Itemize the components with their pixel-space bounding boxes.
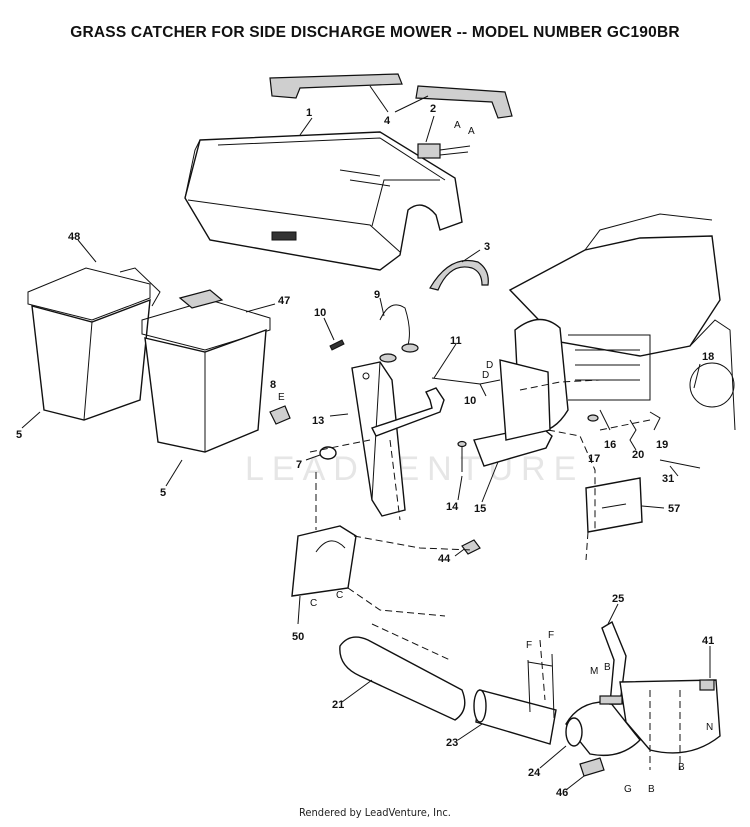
letter-b-1: B	[604, 662, 611, 673]
leader-lines	[21, 85, 711, 791]
letter-c-2: C	[336, 590, 343, 601]
letter-m-1: M	[590, 666, 598, 677]
letter-c-1: C	[310, 598, 317, 609]
letter-f-2: F	[548, 630, 554, 641]
part-17-washer[interactable]	[587, 414, 599, 422]
callout-14: 14	[446, 501, 459, 513]
callout-13: 13	[312, 415, 324, 427]
mower-deck-context	[479, 213, 736, 441]
part-16-pin[interactable]	[599, 409, 611, 431]
callout-31: 31	[662, 473, 674, 485]
letter-a-2: A	[468, 126, 475, 137]
part-21-discharge-chute[interactable]	[339, 636, 466, 721]
letter-f-1: F	[526, 640, 532, 651]
part-2-latch[interactable]	[417, 143, 471, 159]
rod-assembly-f[interactable]	[527, 653, 555, 719]
callout-1: 1	[306, 107, 312, 119]
letter-b-2: B	[678, 762, 685, 773]
letter-d-1: D	[486, 360, 493, 371]
callout-24: 24	[528, 767, 541, 779]
callout-5-left: 5	[16, 429, 22, 441]
letter-e-1: E	[278, 392, 285, 403]
callout-15: 15	[474, 503, 486, 515]
callout-50: 50	[292, 631, 304, 643]
part-44-knob[interactable]	[461, 539, 481, 555]
callout-44: 44	[438, 553, 451, 565]
part-4-seal-strips[interactable]	[269, 73, 513, 119]
part-47-bag-frame-right[interactable]	[141, 289, 271, 351]
letter-d-2: D	[482, 370, 489, 381]
callout-11: 11	[450, 335, 462, 347]
part-5-bag-right[interactable]	[144, 328, 267, 453]
callout-10-upper: 10	[314, 307, 326, 319]
callout-16: 16	[604, 439, 616, 451]
callout-3: 3	[484, 241, 490, 253]
callout-41: 41	[702, 635, 714, 647]
part-41-rear-housing[interactable]	[599, 679, 721, 754]
part-31-rod[interactable]	[659, 459, 701, 469]
part-8-clip[interactable]	[269, 405, 291, 425]
callout-19: 19	[656, 439, 668, 451]
letter-n-1: N	[706, 722, 713, 733]
callout-2: 2	[430, 103, 436, 115]
part-23-tube[interactable]	[473, 689, 557, 745]
callout-47: 47	[278, 295, 290, 307]
letter-g-1: G	[624, 784, 632, 795]
reference-letters: A A E D D C C F F M B B B N G	[278, 120, 713, 795]
callout-7: 7	[296, 459, 302, 471]
part-46-clip[interactable]	[579, 757, 605, 777]
part-50-chute-adapter[interactable]	[291, 525, 357, 597]
callout-9: 9	[374, 289, 380, 301]
part-19-clip[interactable]	[649, 411, 661, 431]
part-20-spring[interactable]	[629, 419, 637, 451]
part-9-handle[interactable]	[379, 304, 419, 363]
callout-17: 17	[588, 453, 600, 465]
callout-23: 23	[446, 737, 458, 749]
callout-48: 48	[68, 231, 80, 243]
letter-b-3: B	[648, 784, 655, 795]
watermark-text: LEADVENTURE	[245, 450, 584, 488]
part-3-curved-strip[interactable]	[429, 260, 489, 291]
diagram-title: GRASS CATCHER FOR SIDE DISCHARGE MOWER -…	[70, 24, 680, 41]
callout-25: 25	[612, 593, 624, 605]
part-10-pin-upper[interactable]	[329, 339, 345, 351]
part-13-mount-bracket[interactable]	[351, 361, 406, 517]
callout-18: 18	[702, 351, 714, 363]
callout-21: 21	[332, 699, 344, 711]
callout-8: 8	[270, 379, 276, 391]
part-number-callouts: 1 2 3 4 5 5 7 8 9 10 10 11 13 14 15 16 1…	[16, 103, 714, 799]
callout-4: 4	[384, 115, 391, 127]
part-24-elbow[interactable]	[565, 701, 641, 757]
part-1-catcher-cover[interactable]	[184, 131, 463, 271]
part-14-bolt[interactable]	[457, 440, 467, 473]
callout-46: 46	[556, 787, 568, 799]
callout-5-right: 5	[160, 487, 166, 499]
part-7-bushing[interactable]	[319, 446, 337, 460]
callout-57: 57	[668, 503, 680, 515]
callout-10-lower: 10	[464, 395, 476, 407]
letter-a-1: A	[454, 120, 461, 131]
part-48-bag-frame-left[interactable]	[27, 267, 161, 321]
callout-20: 20	[632, 449, 644, 461]
footer-credit: Rendered by LeadVenture, Inc.	[299, 806, 451, 819]
assembly-guide-lines	[309, 379, 681, 770]
part-57-plate[interactable]	[585, 477, 643, 533]
part-5-bag-left[interactable]	[31, 298, 151, 421]
